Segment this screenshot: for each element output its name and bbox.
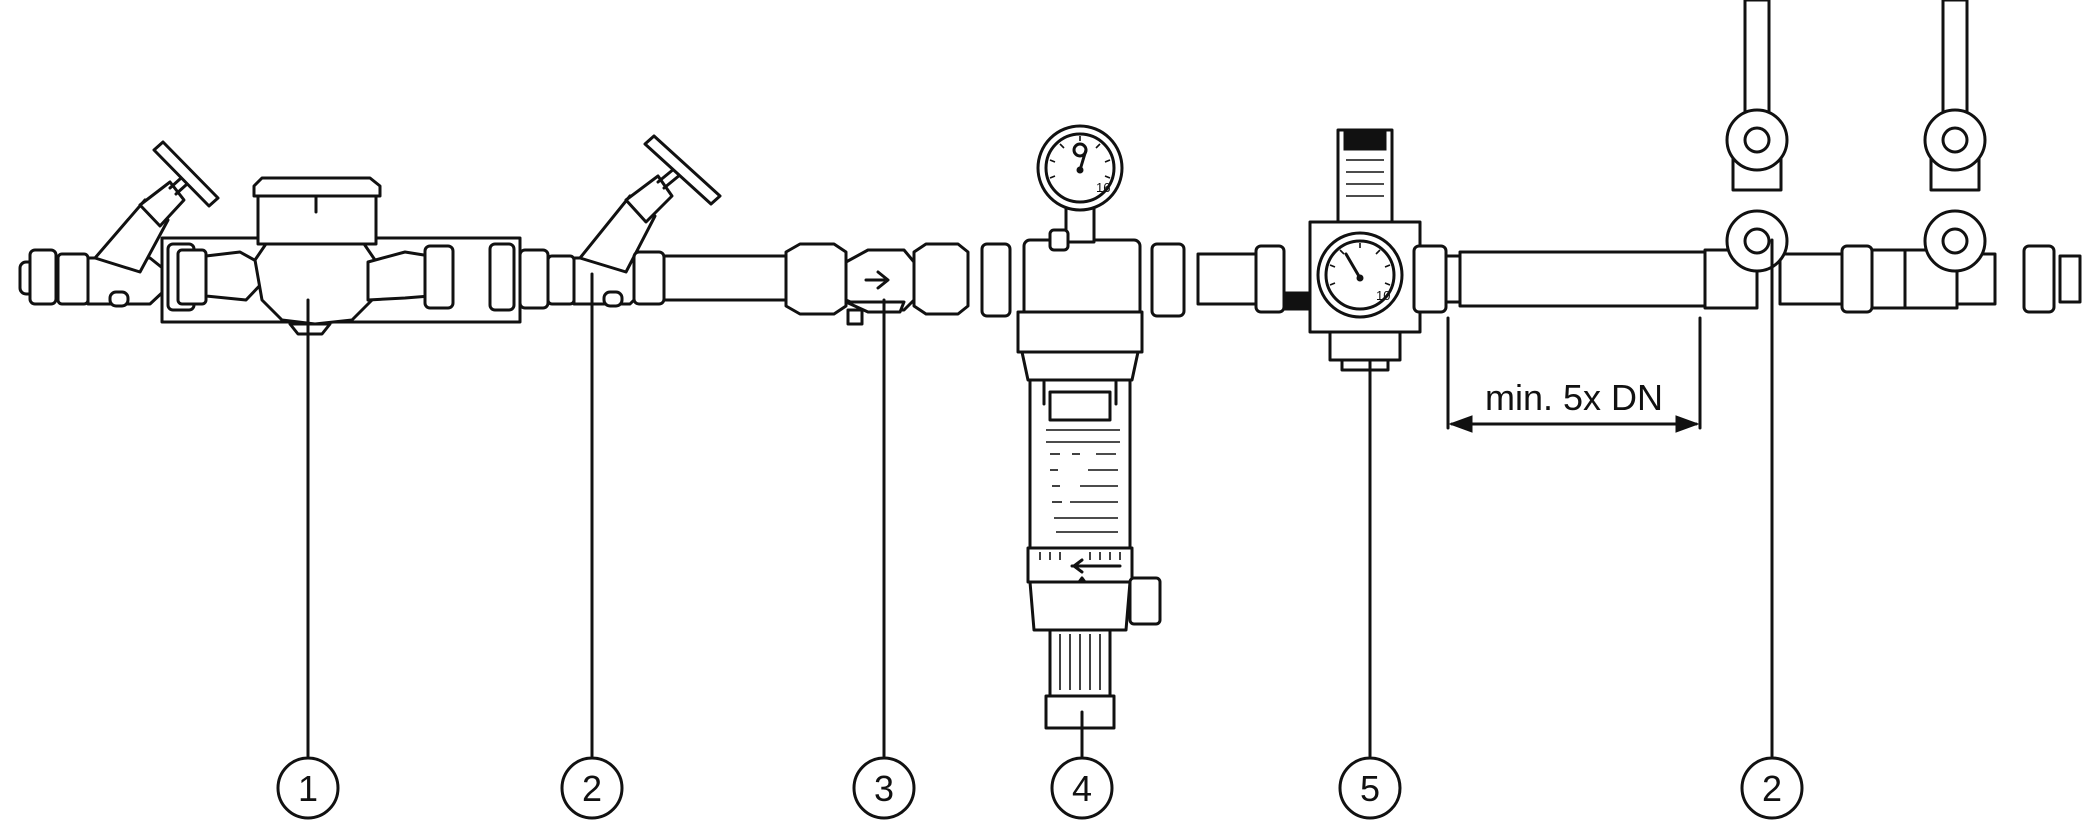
- reducer-knurl: [1346, 159, 1384, 197]
- filter-gauge-ticks: [1049, 136, 1111, 179]
- callout-2-inlet-label: 2: [582, 768, 602, 809]
- callout-4-label: 4: [1072, 768, 1092, 809]
- callout-5: 5: [1338, 756, 1402, 820]
- branch-valve-right: [1903, 0, 2056, 314]
- filter-bowl-marks: [1046, 429, 1120, 533]
- callout-2-inlet: 2: [560, 756, 624, 820]
- reducer-gauge-ticks: [1329, 243, 1391, 286]
- dimension-label: min. 5x DN: [1485, 377, 1663, 418]
- straight-pipe-dimension: min. 5x DN: [1446, 316, 1702, 433]
- inlet-angle-valve: [28, 140, 220, 308]
- water-meter: [160, 176, 522, 336]
- callout-4: 4: [1050, 756, 1114, 820]
- callout-3-label: 3: [874, 768, 894, 809]
- main-pipe: [18, 250, 2082, 308]
- reducer-gauge-max-label: 10: [1376, 288, 1390, 303]
- check-valve: [784, 242, 1012, 326]
- callout-1-label: 1: [298, 768, 318, 809]
- callout-leaders: [306, 238, 1774, 758]
- callout-1: 1: [276, 756, 340, 820]
- shutoff-valve-inlet: [518, 134, 722, 310]
- callout-2-outlet: 2: [1740, 756, 1804, 820]
- filter-scale-marks: [1039, 552, 1121, 560]
- filter: 16: [1016, 124, 1186, 730]
- pressure-reducer: 10: [1254, 128, 1462, 372]
- callout-5-label: 5: [1360, 768, 1380, 809]
- filter-knurl: [1059, 634, 1101, 690]
- callout-2-outlet-label: 2: [1762, 768, 1782, 809]
- filter-gauge-max-label: 16: [1096, 180, 1110, 195]
- callout-3: 3: [852, 756, 916, 820]
